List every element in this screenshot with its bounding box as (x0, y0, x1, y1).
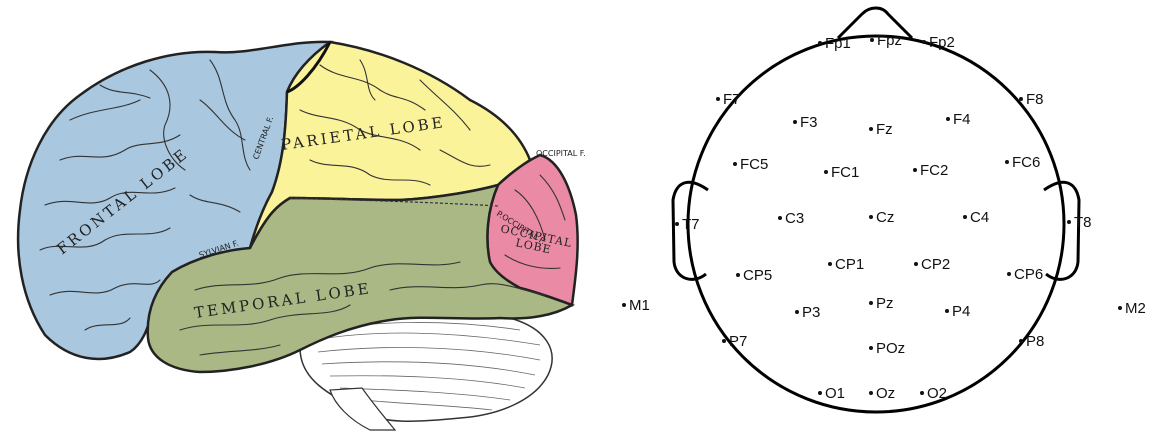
electrode-dot (793, 120, 797, 124)
electrode-label: P4 (952, 303, 970, 320)
electrode-fc5: FC5 (733, 156, 768, 173)
electrode-p3: P3 (795, 304, 820, 321)
electrode-dot (869, 301, 873, 305)
electrode-dot (1019, 97, 1023, 101)
electrode-dot (1005, 160, 1009, 164)
electrode-label: M1 (629, 297, 650, 314)
electrode-dot (869, 215, 873, 219)
electrode-dot (824, 170, 828, 174)
electrode-dot (818, 41, 822, 45)
electrode-oz: Oz (869, 385, 895, 402)
electrode-label: FC1 (831, 164, 859, 181)
electrode-label: P8 (1026, 333, 1044, 350)
electrode-cp2: CP2 (914, 256, 950, 273)
electrode-dot (946, 117, 950, 121)
electrode-label: Cz (876, 209, 894, 226)
electrode-label: CP5 (743, 267, 772, 284)
electrode-label: FC6 (1012, 154, 1040, 171)
electrode-label: C4 (970, 209, 989, 226)
electrode-label: CP1 (835, 256, 864, 273)
electrode-cp5: CP5 (736, 267, 772, 284)
electrode-fc6: FC6 (1005, 154, 1040, 171)
electrode-fc1: FC1 (824, 164, 859, 181)
electrode-dot (818, 391, 822, 395)
electrode-dot (945, 309, 949, 313)
electrode-dot (1019, 339, 1023, 343)
electrode-dot (1067, 220, 1071, 224)
electrode-label: Pz (876, 295, 894, 312)
electrode-dot (914, 262, 918, 266)
electrode-dot (1007, 272, 1011, 276)
electrode-label: F3 (800, 114, 818, 131)
electrode-label: CP6 (1014, 266, 1043, 283)
electrode-p8: P8 (1019, 333, 1044, 350)
electrode-dot (733, 162, 737, 166)
electrode-dot (736, 273, 740, 277)
electrode-dot (795, 310, 799, 314)
electrode-dot (675, 222, 679, 226)
electrode-label: T8 (1074, 214, 1092, 231)
electrode-f3: F3 (793, 114, 818, 131)
electrode-o1: O1 (818, 385, 845, 402)
electrode-dot (869, 127, 873, 131)
electrode-dot (870, 38, 874, 42)
electrode-dot (963, 215, 967, 219)
electrode-dot (778, 216, 782, 220)
electrode-label: O2 (927, 385, 947, 402)
electrode-dot (828, 262, 832, 266)
electrode-label: P3 (802, 304, 820, 321)
electrode-dot (622, 303, 626, 307)
electrode-label: F4 (953, 111, 971, 128)
electrode-m2: M2 (1118, 300, 1146, 317)
electrode-fz: Fz (869, 121, 893, 138)
electrode-poz: POz (869, 340, 905, 357)
electrode-label: Fp2 (929, 34, 955, 51)
occipital-fissure-label: OCCIPITAL F. (536, 149, 586, 158)
electrode-label: FC2 (920, 162, 948, 179)
electrode-o2: O2 (920, 385, 947, 402)
electrode-dot (922, 40, 926, 44)
electrode-m1: M1 (622, 297, 650, 314)
electrode-label: Fpz (877, 32, 902, 49)
electrode-dot (1118, 306, 1122, 310)
electrode-label: P7 (729, 333, 747, 350)
electrode-label: T7 (682, 216, 700, 233)
electrode-dot (716, 97, 720, 101)
electrode-cp1: CP1 (828, 256, 864, 273)
electrode-label: F8 (1026, 91, 1044, 108)
electrode-c4: C4 (963, 209, 989, 226)
electrode-label: Fp1 (825, 35, 851, 52)
electrode-label: C3 (785, 210, 804, 227)
electrode-f7: F7 (716, 91, 741, 108)
electrode-cp6: CP6 (1007, 266, 1043, 283)
electrode-pz: Pz (869, 295, 894, 312)
electrode-label: FC5 (740, 156, 768, 173)
electrode-dot (920, 391, 924, 395)
electrode-p4: P4 (945, 303, 970, 320)
electrode-cz: Cz (869, 209, 894, 226)
electrode-dot (913, 168, 917, 172)
electrode-c3: C3 (778, 210, 804, 227)
electrode-label: Oz (876, 385, 895, 402)
electrode-label: F7 (723, 91, 741, 108)
electrode-dot (722, 339, 726, 343)
electrode-label: O1 (825, 385, 845, 402)
electrode-dot (869, 346, 873, 350)
electrode-label: Fz (876, 121, 893, 138)
electrode-label: M2 (1125, 300, 1146, 317)
electrode-dot (869, 391, 873, 395)
electrode-label: CP2 (921, 256, 950, 273)
electrode-fc2: FC2 (913, 162, 948, 179)
electrode-f4: F4 (946, 111, 971, 128)
electrode-label: POz (876, 340, 905, 357)
brain-lateral-view: FRONTAL LOBE PARIETAL LOBE TEMPORAL LOBE… (18, 42, 586, 430)
